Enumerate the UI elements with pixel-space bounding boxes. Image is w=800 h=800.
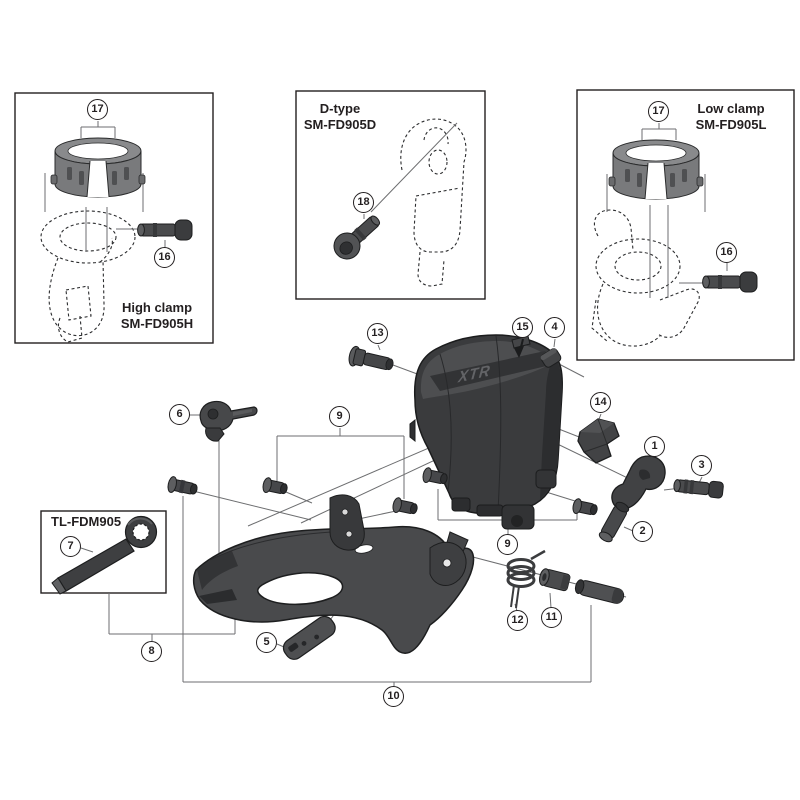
- tool-box: [40, 510, 167, 594]
- callout-12: 12: [507, 610, 528, 631]
- callout-6: 6: [169, 404, 190, 425]
- callout-5: 5: [256, 632, 277, 653]
- clamp-bolt-16-high: [137, 219, 193, 241]
- grommet-9: [571, 497, 600, 519]
- low-clamp-ghost-body: [591, 209, 700, 347]
- motor-unit: XTR: [409, 334, 563, 530]
- snap-pin-15: [514, 338, 524, 358]
- grommet-9: [261, 476, 290, 498]
- callout-1: 1: [644, 436, 665, 457]
- callout-15: 15: [512, 317, 533, 338]
- high-clamp-model: SM-FD905H: [120, 315, 194, 331]
- bushing-11: [539, 568, 571, 592]
- callout-4: 4: [544, 317, 565, 338]
- link-hook-1: [611, 455, 666, 510]
- clamp-band-17-low: [608, 139, 704, 200]
- high-clamp-title: High clamp: [121, 300, 193, 315]
- d-type-model: SM-FD905D: [303, 116, 377, 132]
- adjust-lever-6: [199, 400, 258, 442]
- cage-fixing-bolt: [166, 475, 200, 499]
- callout-17-low: 17: [648, 101, 669, 122]
- dust-cap-4: [540, 348, 562, 368]
- callout-3: 3: [691, 455, 712, 476]
- callout-9-lower: 9: [497, 534, 518, 555]
- link-bolt-3: [673, 479, 724, 499]
- return-spring-12: [506, 549, 546, 609]
- clamp-band-17-high: [50, 137, 146, 198]
- high-clamp-label: High clamp SM-FD905H: [112, 300, 202, 331]
- low-clamp-label: Low clamp SM-FD905L: [687, 101, 775, 132]
- callout-16-low: 16: [716, 242, 737, 263]
- cover-14: [577, 418, 620, 464]
- tool-label: TL-FDM905: [51, 514, 122, 529]
- high-clamp-box: [14, 92, 214, 344]
- callout-2: 2: [632, 521, 653, 542]
- low-clamp-model: SM-FD905L: [695, 116, 767, 132]
- chain-guide-cage: [192, 494, 475, 654]
- d-type-bolt-18: [333, 215, 381, 260]
- wrench-tl-fdm905: [51, 515, 158, 595]
- callout-8: 8: [141, 641, 162, 662]
- grommet-9: [391, 496, 420, 518]
- callout-17-high: 17: [87, 99, 108, 120]
- callout-16-high: 16: [154, 247, 175, 268]
- leader-lines: [44, 121, 728, 686]
- d-type-title: D-type: [319, 101, 361, 116]
- d-type-box: [295, 90, 486, 300]
- d-type-ghost-body: [400, 118, 467, 287]
- cage-axle: [574, 579, 625, 604]
- support-bolt-13: [348, 345, 394, 371]
- high-clamp-ghost-body: [40, 210, 136, 343]
- callout-11: 11: [541, 607, 562, 628]
- d-type-label: D-type SM-FD905D: [300, 101, 380, 132]
- callout-14: 14: [590, 392, 611, 413]
- skid-plate-5: [282, 615, 336, 660]
- callout-9-upper: 9: [329, 406, 350, 427]
- low-clamp-box: [576, 89, 795, 361]
- callout-13: 13: [367, 323, 388, 344]
- clamp-bolt-16-low: [702, 271, 758, 293]
- callout-10: 10: [383, 686, 404, 707]
- option-box-frames: [14, 89, 795, 594]
- callout-18: 18: [353, 192, 374, 213]
- callout-7: 7: [60, 536, 81, 557]
- spacer-2: [598, 501, 630, 543]
- low-clamp-title: Low clamp: [697, 101, 765, 116]
